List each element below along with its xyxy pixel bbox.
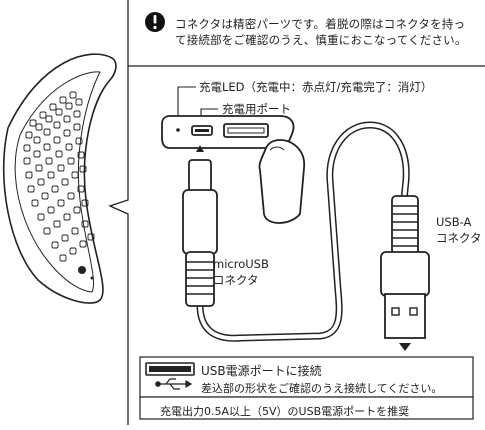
arrow-up-icon <box>196 145 204 152</box>
port-cover-flap <box>258 139 305 224</box>
usb-symbol-icon <box>155 378 193 390</box>
exclamation-icon <box>145 12 165 32</box>
neck-speaker-device <box>2 53 117 304</box>
caution-text: コネクタは精密パーツです。着脱の際はコネクタを持って接続部をご確認のうえ、慎重に… <box>175 17 467 47</box>
usb-a-label-line1: USB-A <box>436 215 472 229</box>
usb-recommend-note: 充電出力0.5A以上（5V）のUSB電源ポートを推奨 <box>160 405 410 418</box>
callout-frame <box>108 0 485 425</box>
usb-power-title: USB電源ポートに接続 <box>201 364 322 378</box>
micro-usb-label-line2: コネクタ <box>213 273 259 287</box>
usb-a-label: USB-A コネクタ <box>436 214 482 246</box>
usb-a-connector <box>380 195 430 339</box>
usb-power-box <box>139 356 474 420</box>
micro-usb-label-line1: microUSB <box>213 257 269 271</box>
power-button-icon <box>78 266 86 274</box>
micro-usb-connector <box>182 159 218 307</box>
micro-usb-label: microUSB コネクタ <box>213 256 269 288</box>
usb-insert-note: 差込部の形状をご確認のうえ接続してください。 <box>201 382 443 395</box>
charge-led-indicator <box>176 128 180 132</box>
charge-led-label: 充電LED（充電中：赤点灯/充電完了：消灯） <box>199 80 433 94</box>
arrow-down-icon <box>399 343 411 351</box>
device-port-panel <box>161 115 295 149</box>
usb-a-label-line2: コネクタ <box>436 231 482 245</box>
speaker-grille <box>23 91 95 262</box>
charge-port-label: 充電用ポート <box>222 102 291 116</box>
